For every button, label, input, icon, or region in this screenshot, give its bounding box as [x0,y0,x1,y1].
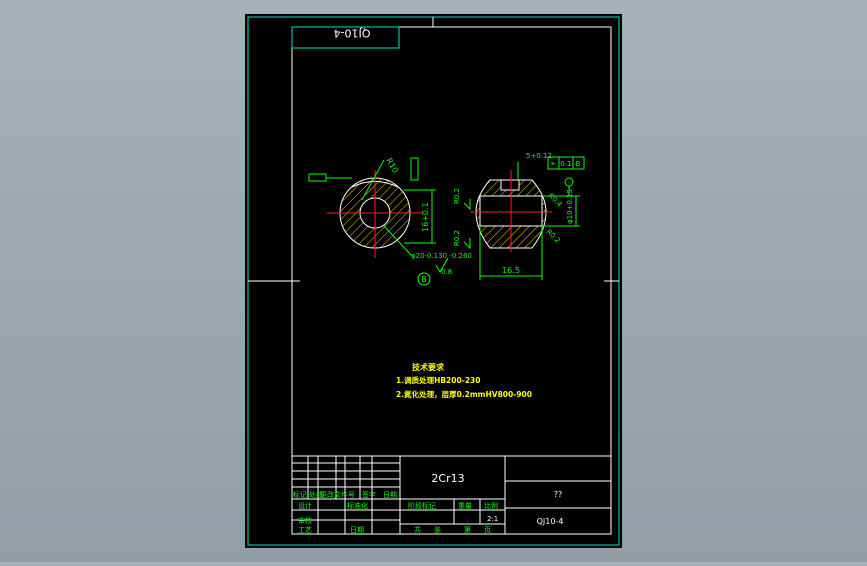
title-stamp-text: QJ10-4 [334,27,371,40]
dim-width: 16.5 [502,266,520,275]
right-view[interactable]: R0.2 R0.2 R0.4 R0.2 5+0.12 ⌖ 0.1 B φ10+0… [453,152,585,280]
tolerance-datum: B [576,160,581,168]
feature-control-frame-left [410,157,419,181]
tech-notes: 技术要求 1.调质处理HB200-230 2.氮化处理，层厚0.2mmHV800… [396,362,532,399]
roughness-right-1 [463,199,471,211]
tb-row-process: 工艺 [298,526,312,534]
tolerance-frame [547,156,585,170]
roughness-value: 0.8 [441,268,452,276]
tb-header-count: 处数 [309,490,323,499]
title-block[interactable] [292,455,611,534]
tb-row-review: 审核 [298,516,312,525]
tb-header-mark: 标记 [293,490,307,499]
key-slot [500,179,520,191]
tb-page-unit: 页 [484,526,491,534]
tb-header-date: 日期 [383,491,397,499]
datum-label: B [421,275,427,284]
tb-header-sign: 签字 [362,490,376,499]
left-view[interactable]: R10 16+0.1 φ20-0.130 -0.260 0.8 B [308,157,472,286]
tb-scale-label: 比例 [484,501,498,510]
dim-height: 16+0.1 [421,202,430,232]
tb-row-design: 设计 [298,501,312,510]
title-block-text: 标记 处数 更改文件号 签字 日期 设计 审核 工艺 标准化 日期 阶段标记 重… [293,490,498,534]
tb-weight: 重量 [458,502,472,510]
tolerance-value: 0.1 [560,160,571,168]
tolerance-symbol: ⌖ [551,159,556,168]
tb-scale-value: 2:1 [487,515,498,523]
tb-std: 标准化 [347,501,368,510]
tech-note-1: 1.调质处理HB200-230 [396,375,481,385]
dim-chamfer-tl: R0.2 [453,188,461,204]
dim-diameter: φ10+0.15 [566,189,574,224]
tb-part-code: QJ10-4 [537,517,564,526]
roughness-symbol [435,257,449,274]
tb-sheets-total: 共 [414,525,421,534]
leader-bore [383,225,413,257]
title-stamp-box [291,26,400,49]
tb-material: 2Cr13 [431,472,464,485]
tech-notes-title: 技术要求 [412,362,445,372]
tb-page: 第 [464,525,471,534]
datum-circle [417,272,431,286]
tb-stage: 阶段标记 [408,501,436,510]
tech-note-2: 2.氮化处理，层厚0.2mmHV800-900 [396,389,532,399]
tb-sheets-unit: 张 [434,525,441,534]
dim-slot: 5+0.12 [526,152,552,160]
dim-chamfer-bl: R0.2 [453,230,461,246]
dim-bore: φ20-0.130 -0.260 [411,252,472,260]
roughness-right-2 [463,238,471,250]
tb-header-doc: 更改文件号 [320,490,355,499]
leader-r10 [361,159,385,201]
sheet-background [245,14,622,548]
tb-date: 日期 [350,526,364,534]
tb-part-name: ?? [554,490,563,499]
